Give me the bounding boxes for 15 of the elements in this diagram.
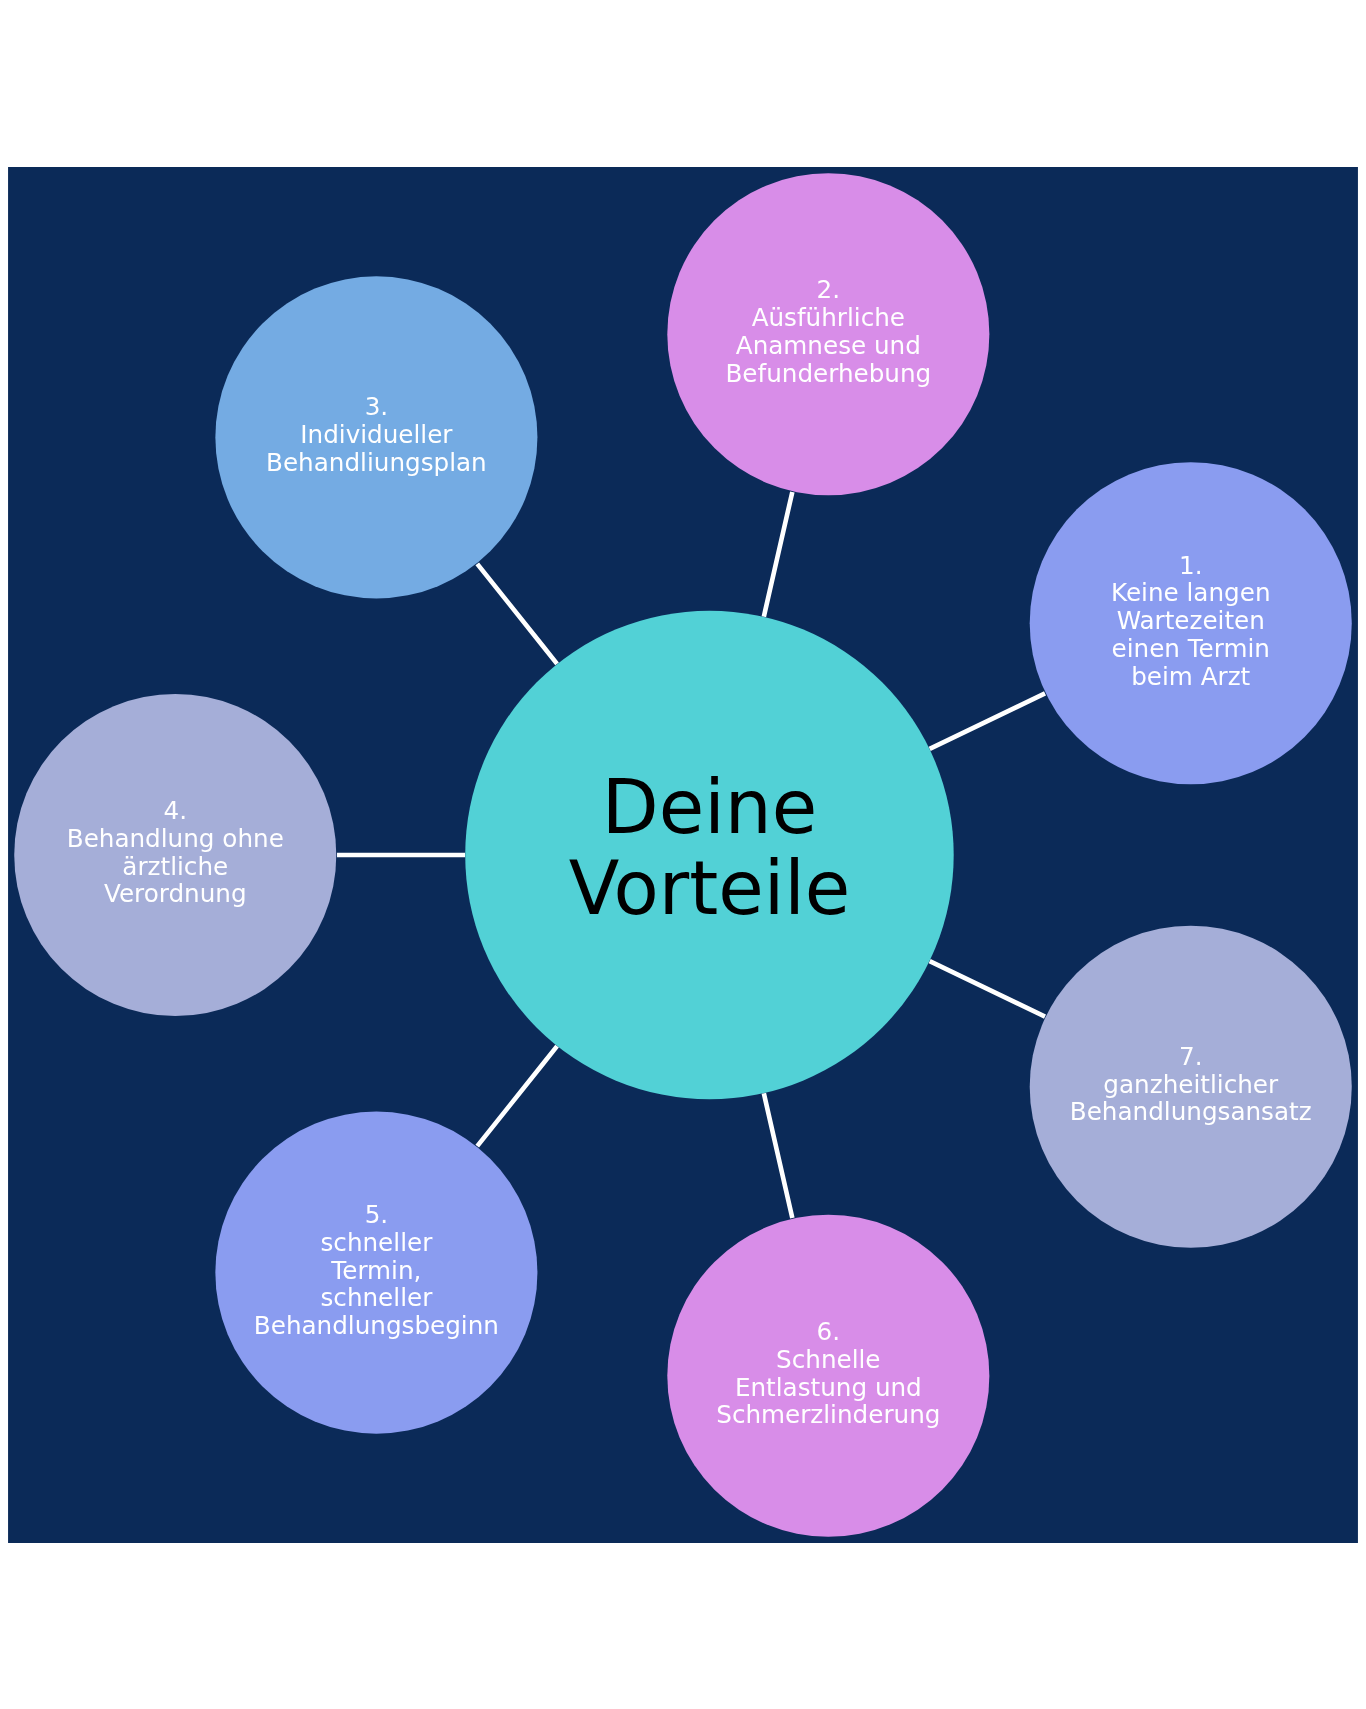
node-circle: Deine Vorteile [465, 610, 954, 1099]
node-circle: 1. Keine langen Wartezeiten einen Termin beim Arzt [1029, 461, 1352, 784]
connector [761, 490, 795, 617]
connector [337, 852, 466, 857]
connector [928, 690, 1046, 751]
node-circle: 2. Aüsführliche Anamnese und Befunderhebung [667, 172, 990, 495]
connector [475, 561, 559, 665]
connector [761, 1092, 795, 1219]
node-circle: 4. Behandlung ohne ärztliche Verordnung [14, 693, 337, 1016]
node-circle: 6. Schnelle Entlastung und Schmerzlinderung [667, 1214, 990, 1537]
node-circle: 3. Individueller Behandliungsplan [215, 275, 538, 598]
connector [928, 958, 1046, 1019]
connector [475, 1044, 559, 1148]
node-circle: 7. ganzheitlicher Behandlungsansatz [1029, 925, 1352, 1248]
node-circle: 5. schneller Termin, schneller Behandlungsbeginn [215, 1111, 538, 1434]
